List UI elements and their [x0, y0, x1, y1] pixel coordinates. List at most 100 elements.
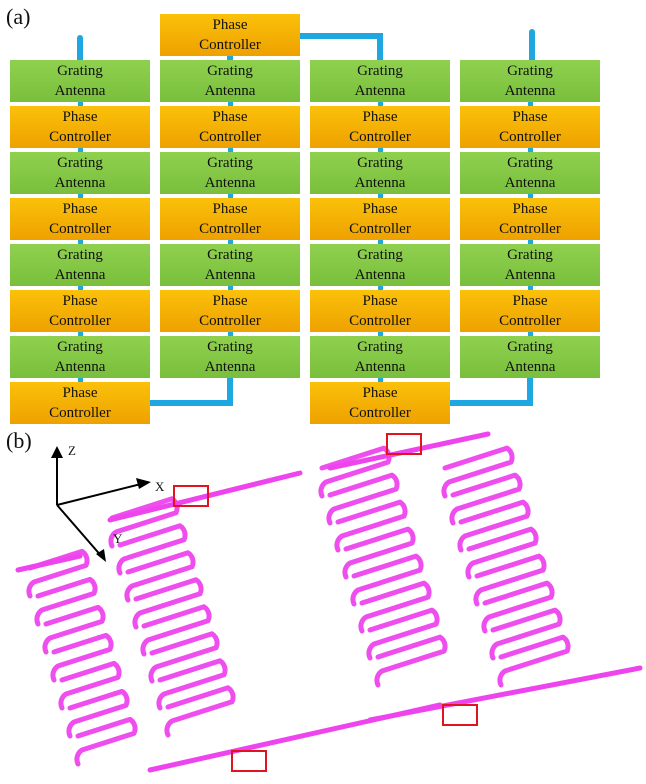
- grating-antenna-text: Antenna: [204, 267, 256, 283]
- phase-controller-text: Phase: [512, 293, 548, 309]
- grating-antenna-text: Antenna: [54, 175, 106, 191]
- phase-controller-text: Controller: [49, 313, 111, 329]
- grating-antenna-text: Grating: [507, 339, 553, 355]
- phase-controller-text: Controller: [49, 221, 111, 237]
- phase-controller-text: Phase: [62, 201, 98, 217]
- grating-antenna-text: Antenna: [504, 359, 556, 375]
- phase-controller-text: Phase: [362, 109, 398, 125]
- phase-controller-text: Phase: [362, 385, 398, 401]
- grating-antenna-text: Grating: [507, 247, 553, 263]
- marker-box: [231, 750, 267, 772]
- phase-controller-text: Phase: [62, 109, 98, 125]
- panel-b-3d-layout: [15, 431, 643, 773]
- phase-controller-text: Phase: [362, 201, 398, 217]
- phase-controller-text: Phase: [212, 17, 248, 33]
- phase-controller-text: Phase: [512, 109, 548, 125]
- z-axis-label: Z: [68, 443, 76, 458]
- phase-controller-text: Controller: [49, 405, 111, 421]
- phase-controller-text: Phase: [62, 385, 98, 401]
- grating-antenna-text: Grating: [57, 63, 103, 79]
- phase-controller-text: Controller: [349, 313, 411, 329]
- grating-antenna-text: Grating: [57, 247, 103, 263]
- phase-controller-text: Phase: [362, 293, 398, 309]
- phase-controller-text: Controller: [49, 129, 111, 145]
- phase-controller-text: Controller: [349, 129, 411, 145]
- grating-antenna-text: Grating: [357, 247, 403, 263]
- phase-controller-text: Phase: [212, 201, 248, 217]
- grating-antenna-text: Antenna: [504, 175, 556, 191]
- phase-controller-text: Controller: [199, 221, 261, 237]
- grating-antenna-text: Grating: [357, 155, 403, 171]
- grating-antenna-text: Antenna: [204, 175, 256, 191]
- grating-antenna-text: Grating: [507, 63, 553, 79]
- y-axis-label: Y: [113, 531, 123, 546]
- phase-controller-text: Controller: [499, 129, 561, 145]
- marker-box: [173, 485, 209, 507]
- grating-antenna-text: Grating: [57, 339, 103, 355]
- grating-antenna-text: Antenna: [54, 83, 106, 99]
- grating-antenna-text: Antenna: [504, 267, 556, 283]
- grating-antenna-text: Grating: [207, 247, 253, 263]
- grating-antenna-text: Grating: [57, 155, 103, 171]
- grating-antenna-text: Antenna: [354, 359, 406, 375]
- x-axis-label: X: [155, 479, 165, 494]
- phase-controller-text: Phase: [212, 293, 248, 309]
- grating-antenna-text: Grating: [357, 339, 403, 355]
- grating-antenna-text: Antenna: [504, 83, 556, 99]
- phase-controller-text: Phase: [512, 201, 548, 217]
- grating-antenna-text: Antenna: [54, 359, 106, 375]
- grating-antenna-text: Antenna: [204, 359, 256, 375]
- grating-antenna-text: Antenna: [354, 83, 406, 99]
- grating-antenna-text: Grating: [357, 63, 403, 79]
- marker-box: [442, 704, 478, 726]
- phase-controller-text: Controller: [199, 37, 261, 53]
- marker-box: [386, 433, 422, 455]
- grating-antenna-text: Antenna: [204, 83, 256, 99]
- phase-controller-text: Phase: [212, 109, 248, 125]
- grating-antenna-text: Grating: [207, 339, 253, 355]
- grating-antenna-text: Antenna: [354, 175, 406, 191]
- panel-b-label: (b): [6, 428, 32, 453]
- grating-antenna-text: Grating: [207, 63, 253, 79]
- grating-antenna-text: Antenna: [354, 267, 406, 283]
- phase-controller-text: Controller: [349, 221, 411, 237]
- phase-controller-text: Phase: [62, 293, 98, 309]
- grating-antenna-text: Grating: [507, 155, 553, 171]
- grating-antenna-text: Grating: [207, 155, 253, 171]
- phase-controller-text: Controller: [199, 313, 261, 329]
- phase-controller-text: Controller: [499, 221, 561, 237]
- waveguide-routing: [77, 29, 535, 406]
